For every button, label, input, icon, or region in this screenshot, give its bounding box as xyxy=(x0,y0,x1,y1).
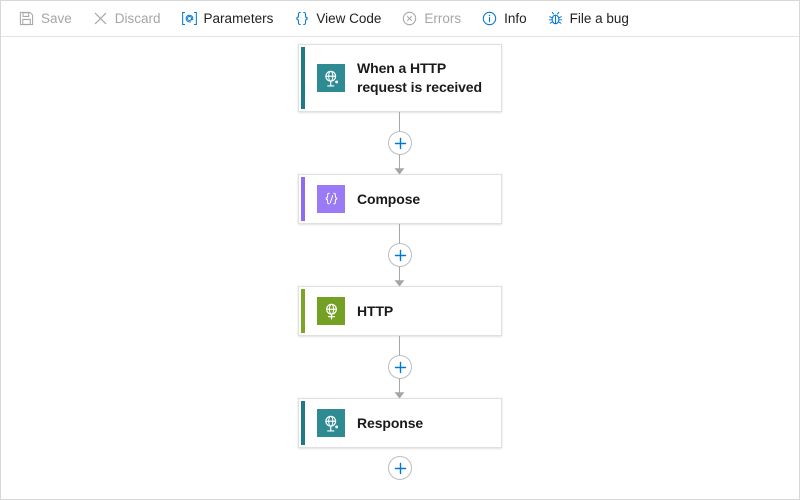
designer-canvas[interactable]: When a HTTP request is received xyxy=(1,37,799,499)
curly-braces-icon xyxy=(293,10,310,27)
save-icon xyxy=(18,10,35,27)
workflow-graph: When a HTTP request is received xyxy=(298,44,502,488)
add-action-button-2[interactable] xyxy=(388,243,412,267)
connector-2 xyxy=(298,224,502,287)
info-circle-icon xyxy=(481,10,498,27)
error-circle-icon xyxy=(401,10,418,27)
file-a-bug-button-label: File a bug xyxy=(569,10,629,26)
discard-button-label: Discard xyxy=(114,10,161,26)
save-button-label: Save xyxy=(41,10,72,26)
workflow-node-title: When a HTTP request is received xyxy=(357,60,482,95)
save-button[interactable]: Save xyxy=(9,4,81,34)
http-request-trigger-icon xyxy=(317,64,345,92)
add-action-button-end[interactable] xyxy=(388,456,412,480)
connector-tail xyxy=(298,448,502,488)
workflow-node-title: Response xyxy=(357,414,424,431)
info-button-label: Info xyxy=(504,10,527,26)
connector-1 xyxy=(298,112,502,175)
designer-toolbar: Save Discard Parameters xyxy=(1,1,799,37)
response-globe-icon xyxy=(317,409,345,437)
view-code-button[interactable]: View Code xyxy=(284,4,390,34)
at-bracket-icon xyxy=(181,10,198,27)
add-action-button-3[interactable] xyxy=(388,355,412,379)
connector-arrow-icon xyxy=(394,280,405,287)
connector-arrow-icon xyxy=(394,168,405,175)
errors-button[interactable]: Errors xyxy=(392,4,470,34)
connector-3 xyxy=(298,336,502,399)
workflow-node-compose[interactable]: Compose xyxy=(298,174,502,224)
workflow-node-when-a-http-request-is-received[interactable]: When a HTTP request is received xyxy=(298,44,502,112)
workflow-node-response[interactable]: Response xyxy=(298,398,502,448)
http-globe-icon xyxy=(317,297,345,325)
workflow-node-title: Compose xyxy=(357,190,421,207)
workflow-node-title: HTTP xyxy=(357,302,394,319)
add-action-button-1[interactable] xyxy=(388,131,412,155)
connector-arrow-icon xyxy=(394,392,405,399)
parameters-button-label: Parameters xyxy=(203,10,274,26)
discard-button[interactable]: Discard xyxy=(83,4,170,34)
compose-braces-icon xyxy=(317,185,345,213)
view-code-button-label: View Code xyxy=(316,10,382,26)
workflow-node-http[interactable]: HTTP xyxy=(298,286,502,336)
parameters-button[interactable]: Parameters xyxy=(172,4,283,34)
file-a-bug-button[interactable]: File a bug xyxy=(538,4,638,34)
info-button[interactable]: Info xyxy=(472,4,536,34)
bug-icon xyxy=(547,10,564,27)
close-x-icon xyxy=(92,10,109,27)
errors-button-label: Errors xyxy=(424,10,462,26)
